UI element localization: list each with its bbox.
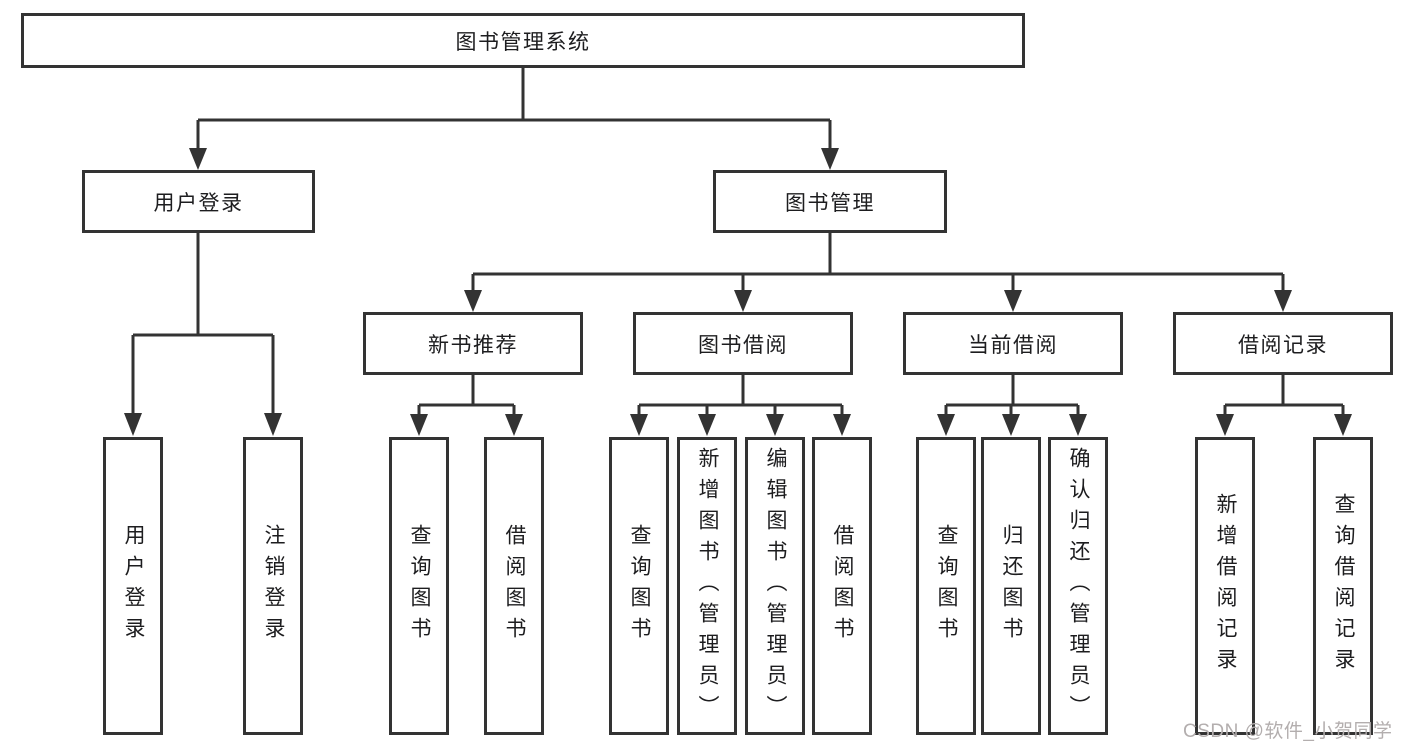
leaf-query-books-recommend: 查询图书	[389, 437, 449, 735]
leaf-return-book-label: 归还图书	[1000, 524, 1024, 648]
node-current-borrowing: 当前借阅	[903, 312, 1123, 375]
leaf-query-books-borrow-label: 查询图书	[628, 524, 652, 648]
node-new-book-recommend: 新书推荐	[363, 312, 583, 375]
leaf-logout: 注销登录	[243, 437, 303, 735]
leaf-borrow-books: 借阅图书	[812, 437, 872, 735]
node-borrowing-records: 借阅记录	[1173, 312, 1393, 375]
node-book-borrowing: 图书借阅	[633, 312, 853, 375]
leaf-return-book: 归还图书	[981, 437, 1041, 735]
node-book-management: 图书管理	[713, 170, 947, 233]
node-root-system: 图书管理系统	[21, 13, 1025, 68]
leaf-query-books-current-label: 查询图书	[935, 524, 959, 648]
leaf-user-login-label: 用户登录	[122, 524, 146, 648]
node-user-login: 用户登录	[82, 170, 315, 233]
csdn-watermark: CSDN @软件_小贺同学	[1183, 721, 1393, 742]
leaf-add-book-admin: 新增图书（管理员）	[677, 437, 737, 735]
leaf-borrow-books-label: 借阅图书	[831, 524, 855, 648]
leaf-logout-label: 注销登录	[262, 524, 286, 648]
leaf-edit-book-admin: 编辑图书（管理员）	[745, 437, 805, 735]
node-book-borrowing-label: 图书借阅	[698, 333, 788, 357]
leaf-user-login: 用户登录	[103, 437, 163, 735]
leaf-confirm-return-admin-label: 确认归还（管理员）	[1067, 446, 1091, 726]
leaf-query-books-current: 查询图书	[916, 437, 976, 735]
leaf-borrow-books-recommend-label: 借阅图书	[503, 524, 527, 648]
node-book-management-label: 图书管理	[785, 191, 875, 215]
node-root-label: 图书管理系统	[455, 30, 591, 54]
leaf-add-borrow-record: 新增借阅记录	[1195, 437, 1255, 735]
leaf-query-borrow-record: 查询借阅记录	[1313, 437, 1373, 735]
leaf-borrow-books-recommend: 借阅图书	[484, 437, 544, 735]
leaf-query-books-recommend-label: 查询图书	[408, 524, 432, 648]
leaf-edit-book-admin-label: 编辑图书（管理员）	[764, 446, 788, 726]
leaf-add-borrow-record-label: 新增借阅记录	[1214, 493, 1238, 679]
node-user-login-label: 用户登录	[153, 191, 244, 215]
leaf-add-book-admin-label: 新增图书（管理员）	[696, 446, 720, 726]
node-new-book-recommend-label: 新书推荐	[428, 333, 518, 357]
leaf-query-books-borrow: 查询图书	[609, 437, 669, 735]
node-borrowing-records-label: 借阅记录	[1238, 333, 1328, 357]
leaf-confirm-return-admin: 确认归还（管理员）	[1048, 437, 1108, 735]
leaf-query-borrow-record-label: 查询借阅记录	[1332, 493, 1356, 679]
node-current-borrowing-label: 当前借阅	[968, 333, 1058, 357]
